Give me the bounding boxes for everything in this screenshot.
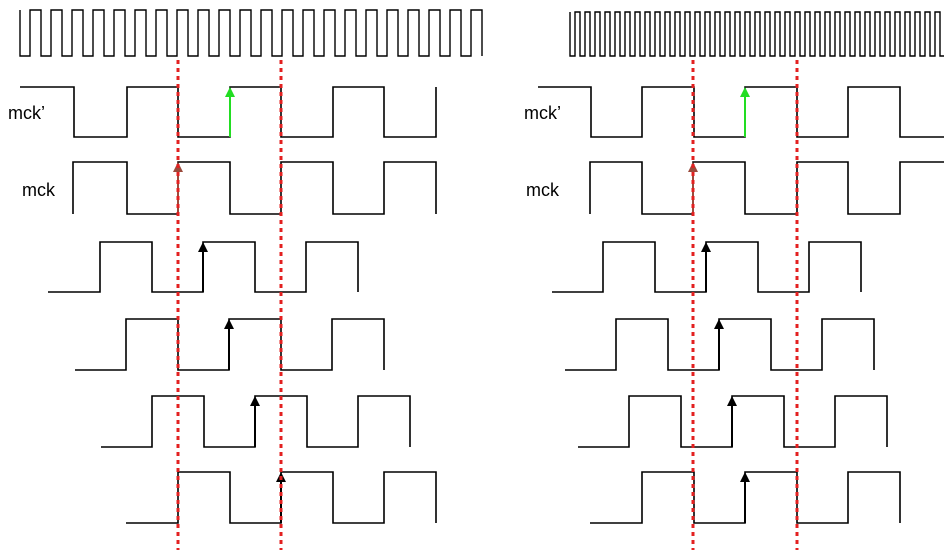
mck-label: mck bbox=[22, 180, 56, 200]
mck-prime-label-right: mck’ bbox=[524, 103, 561, 123]
left-mck-prime-wave bbox=[20, 86, 437, 138]
right-panel: mck’ mck bbox=[524, 11, 944, 550]
left-panel: mck’ mck bbox=[8, 9, 483, 550]
right-fast-clock bbox=[569, 11, 944, 57]
mck-label-right: mck bbox=[526, 180, 560, 200]
right-mck-prime-wave bbox=[538, 86, 944, 138]
left-fast-clock bbox=[19, 9, 483, 57]
mck-prime-label: mck’ bbox=[8, 103, 45, 123]
left-mck-wave bbox=[72, 161, 437, 215]
right-mck-wave bbox=[589, 161, 944, 215]
